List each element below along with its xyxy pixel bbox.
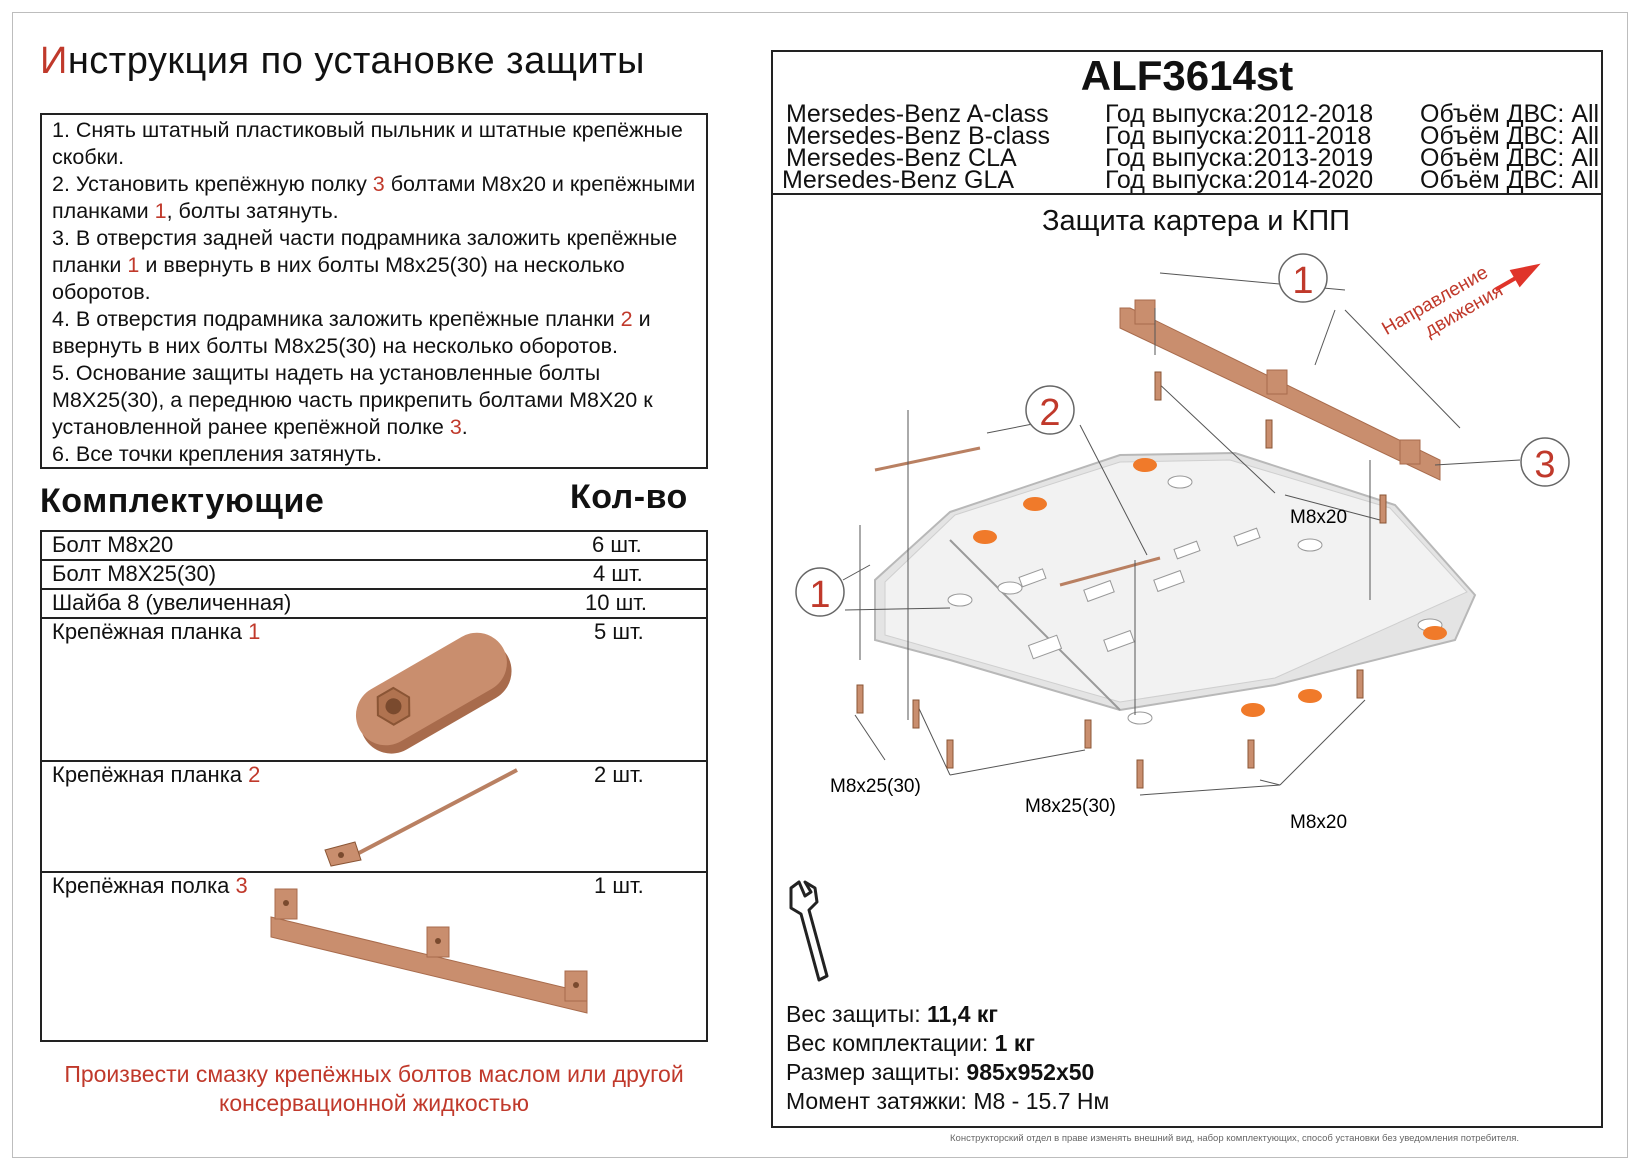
model-engine: Объём ДВС: All (1420, 144, 1600, 172)
model-engine: Объём ДВС: All (1420, 166, 1600, 194)
mount-points (973, 458, 1447, 717)
callout-1-top: 1 (1278, 253, 1328, 303)
instruction-step-2: 2. Установить крепёжную полку 3 болтами … (52, 172, 696, 223)
svg-text:1: 1 (809, 574, 830, 616)
instruction-step-3: 3. В отверстия задней части подрамника з… (52, 226, 678, 304)
table-row: Болт М8х20 6 шт. (42, 532, 706, 561)
instruction-step-6: 6. Все точки крепления затянуть. (52, 442, 383, 466)
instruction-step-4: 4. В отверстия подрамника заложить крепё… (52, 307, 651, 358)
page-title: Инструкция по установке защиты (40, 40, 645, 82)
callout-2: 2 (1025, 385, 1075, 435)
model-year: Год выпуска:2011-2018 (1105, 122, 1372, 150)
svg-text:2: 2 (1039, 392, 1060, 434)
divider (771, 193, 1603, 195)
mounting-plate-1-illustration (355, 632, 512, 754)
mounting-plate-2-illustration (324, 768, 518, 867)
installation-diagram: 1 2 1 3 Направление движения М8х20 M8x25… (795, 253, 1570, 833)
page-frame (12, 12, 1628, 1158)
part-qty: 10 шт. (585, 590, 647, 615)
model-name: Mersedes-Benz GLA (782, 166, 1015, 194)
qty-heading: Кол-во (570, 478, 688, 516)
spec-size: Размер защиты: 985х952х50 (786, 1059, 1095, 1085)
instruction-step-1: 1. Снять штатный пластиковый пыльник и ш… (52, 118, 683, 169)
spec-kit-weight: Вес комплектации: 1 кг (786, 1030, 1035, 1056)
callout-3: 3 (1520, 437, 1570, 487)
instruction-step-5: 5. Основание защиты надеть на установлен… (52, 361, 653, 439)
table-row: Крепёжная планка 2 2 шт. (42, 762, 706, 873)
table-row: Крепёжная полка 3 1 шт. (42, 873, 706, 1040)
mounting-shelf-3-illustration (270, 888, 588, 1014)
part-name: Крепёжная планка 2 (52, 762, 261, 787)
instructions-box: 1. Снять штатный пластиковый пыльник и ш… (40, 113, 708, 469)
part-qty: 2 шт. (594, 762, 644, 787)
part-qty: 4 шт. (593, 561, 643, 586)
spec-torque: Момент затяжки: М8 - 15.7 Нм (786, 1088, 1110, 1114)
part-name: Болт М8Х25(30) (52, 561, 217, 586)
part-name: Шайба 8 (увеличенная) (52, 590, 292, 615)
part-qty: 5 шт. (594, 619, 644, 644)
part-name: Крепёжная полка 3 (52, 873, 248, 898)
svg-text:1: 1 (1292, 260, 1313, 302)
label-m8x25-left: M8x25(30) (830, 776, 921, 797)
skid-plate (874, 451, 1477, 725)
svg-text:3: 3 (1534, 444, 1555, 486)
model-name: Mersedes-Benz CLA (786, 144, 1017, 172)
part-qty: 1 шт. (594, 873, 644, 898)
model-engine: Объём ДВС: All (1420, 100, 1600, 128)
table-row: Шайба 8 (увеличенная) 10 шт. (42, 590, 706, 619)
model-year: Год выпуска:2013-2019 (1105, 144, 1374, 172)
lubrication-warning: Произвести смазку крепёжных болтов масло… (64, 1061, 684, 1116)
label-m8x20-top: М8х20 (1290, 507, 1347, 528)
part-name: Крепёжная планка 1 (52, 619, 261, 644)
direction-arrow: Направление движения (1378, 262, 1541, 342)
product-subtitle: Защита картера и КПП (1042, 205, 1351, 237)
disclaimer: Конструкторский отдел в праве изменять в… (950, 1133, 1520, 1144)
part-name: Болт М8х20 (52, 532, 174, 557)
callout-1-left: 1 (795, 567, 845, 617)
model-name: Mersedes-Benz A-class (786, 100, 1049, 128)
specs-block: Вес защиты: 11,4 кг Вес комплектации: 1 … (786, 1000, 1109, 1116)
product-panel (771, 50, 1603, 1128)
table-row: Крепёжная планка 1 5 шт. (42, 619, 706, 762)
label-m8x25-mid: M8x25(30) (1025, 796, 1116, 817)
model-year: Год выпуска:2012-2018 (1105, 100, 1374, 128)
table-row: Болт М8Х25(30) 4 шт. (42, 561, 706, 590)
wrench-icon (789, 880, 829, 982)
model-name: Mersedes-Benz B-class (786, 122, 1050, 150)
model-year: Год выпуска:2014-2020 (1105, 166, 1374, 194)
part-qty: 6 шт. (592, 532, 642, 557)
product-code: ALF3614st (1080, 52, 1294, 99)
spec-weight: Вес защиты: 11,4 кг (786, 1001, 998, 1027)
parts-heading: Комплектующие (40, 482, 325, 520)
model-engine: Объём ДВС: All (1420, 122, 1600, 150)
parts-table: Болт М8х20 6 шт. Болт М8Х25(30) 4 шт. Ша… (40, 530, 708, 1042)
label-m8x20-bottom: М8х20 (1290, 812, 1347, 833)
